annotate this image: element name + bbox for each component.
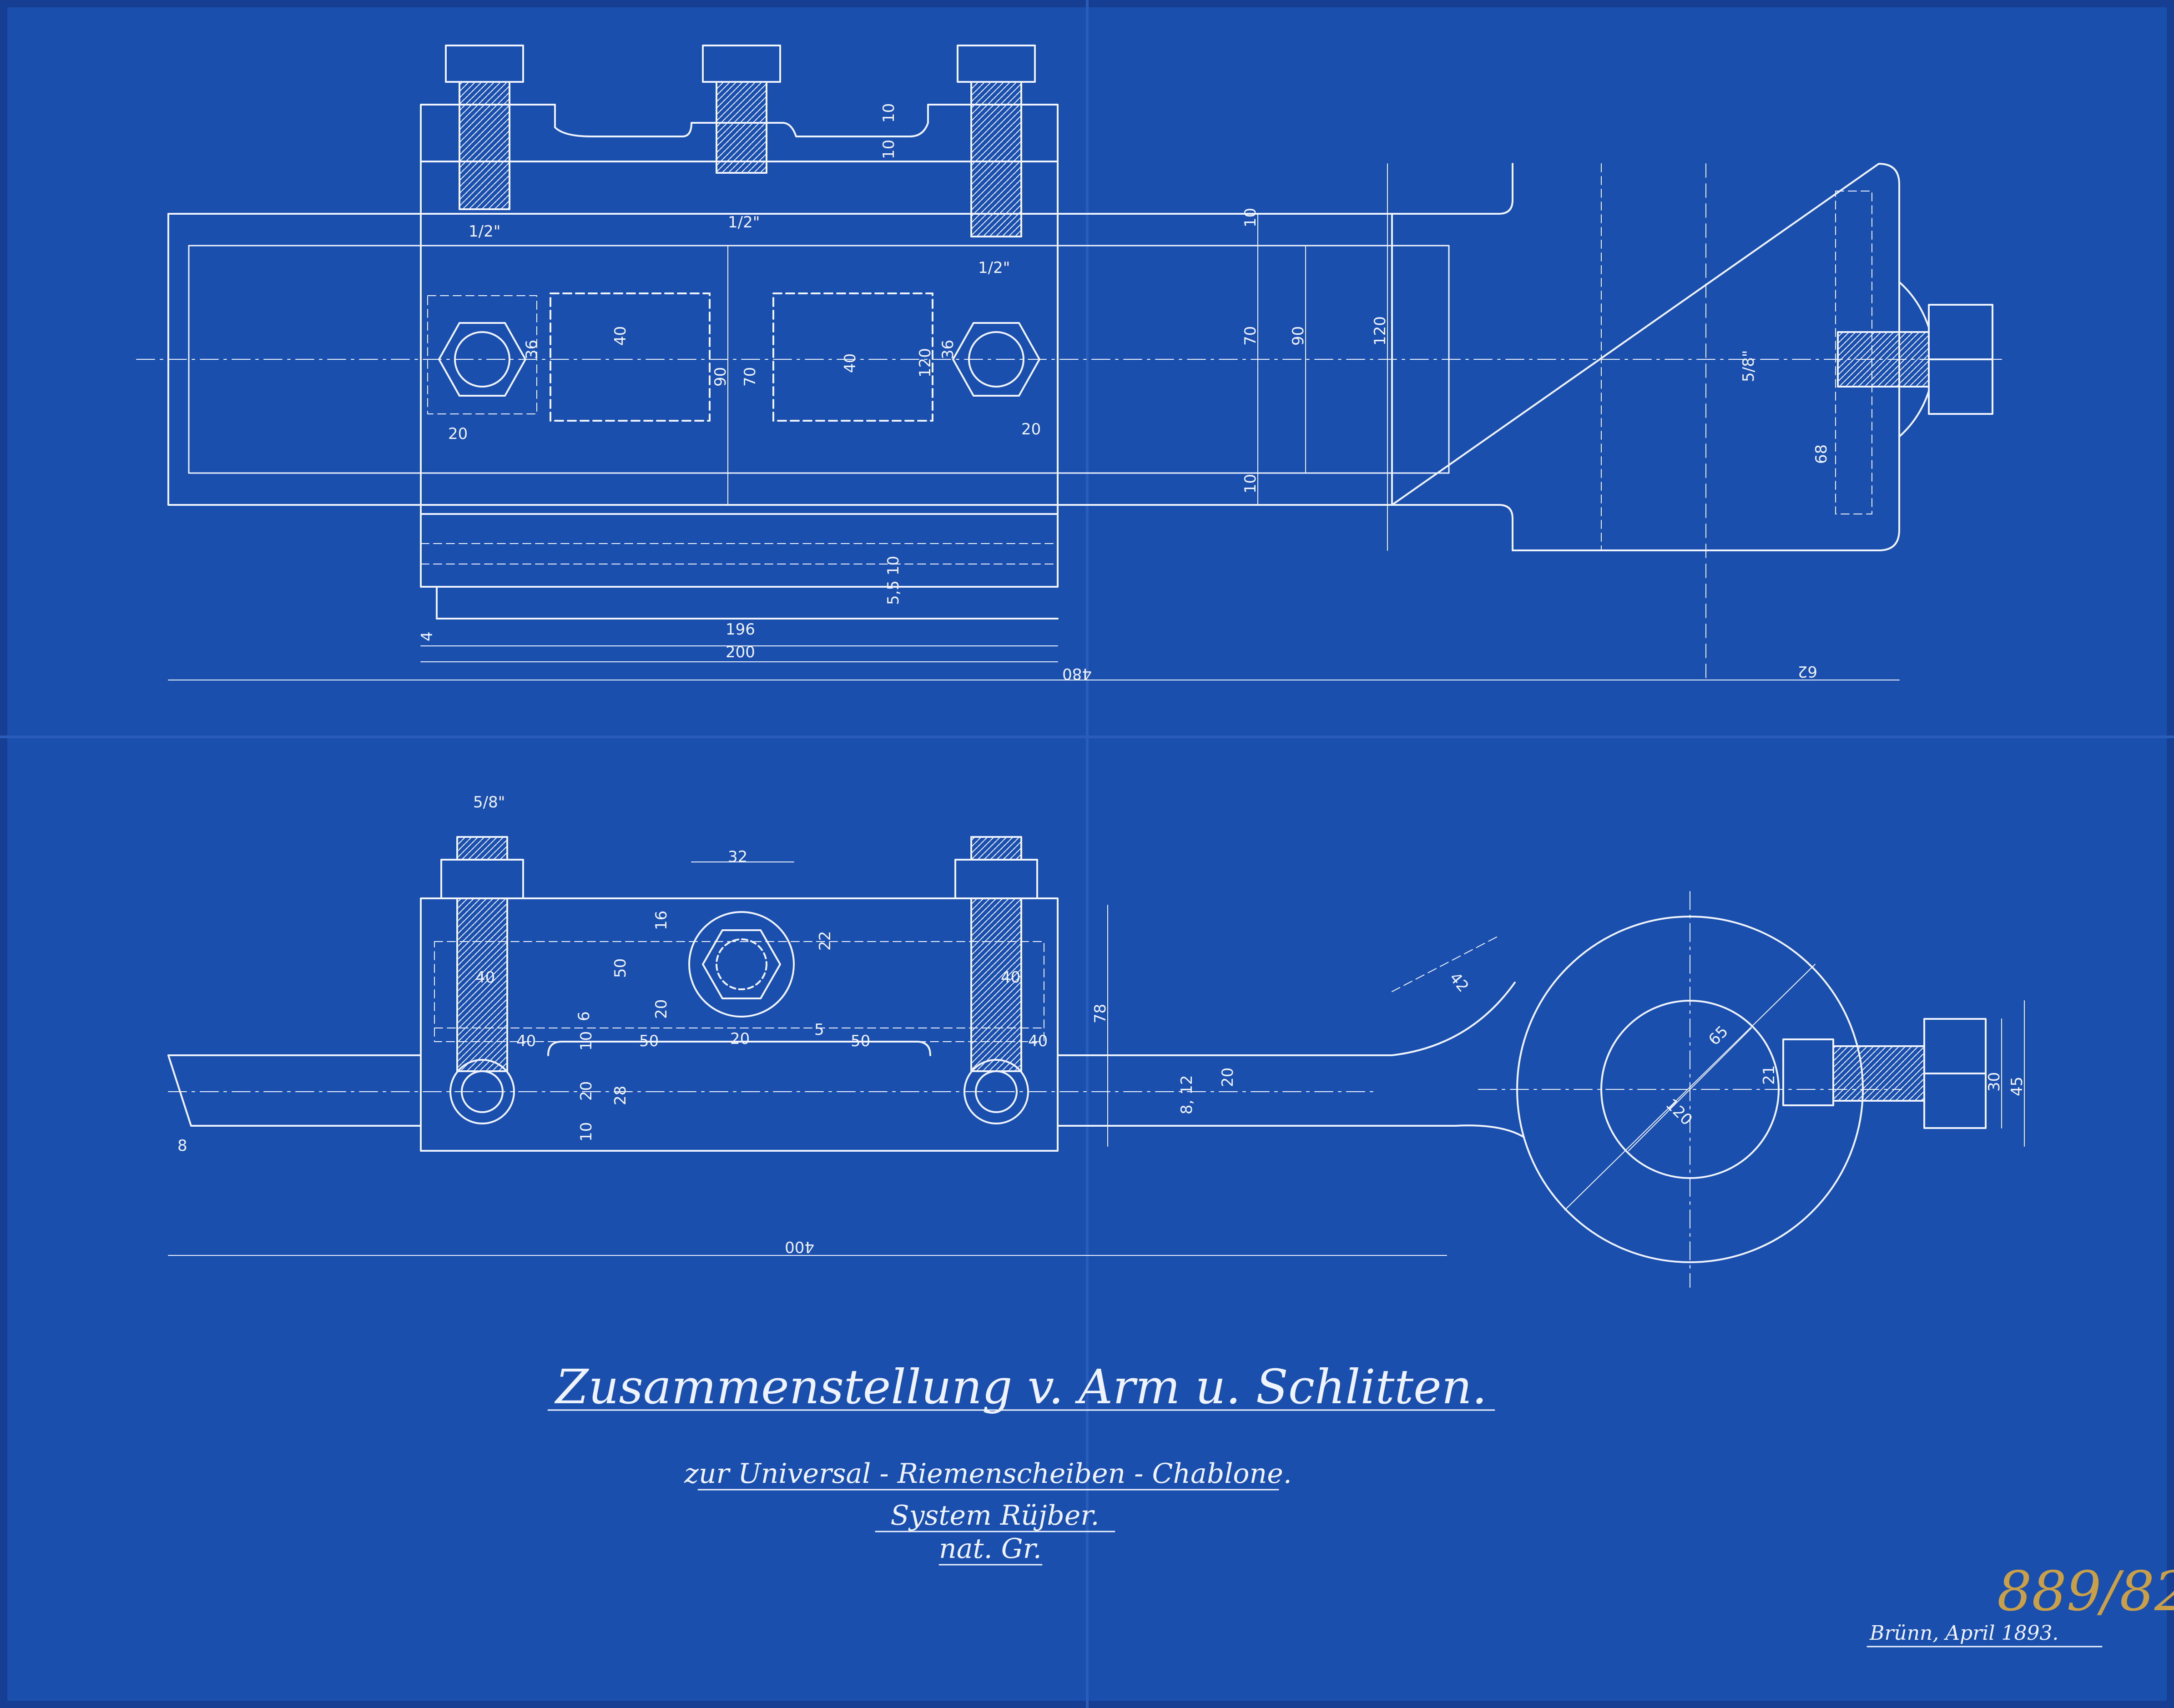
top-bolt-1 (445, 45, 524, 210)
dim-40b-side: 40 (1001, 968, 1020, 987)
dim-28: 28 (611, 1086, 630, 1105)
dim-20a: 20 (448, 425, 468, 443)
subtitle-line-2: System Rüjber. (891, 1500, 1100, 1532)
dim-40d-side: 40 (1028, 1032, 1048, 1050)
dim-120b: 120 (1371, 316, 1389, 346)
dim-50c: 50 (851, 1032, 870, 1050)
dim-68: 68 (1812, 444, 1831, 464)
drawing-title: Zusammenstellung v. Arm u. Schlitten. (554, 1359, 1487, 1415)
side-center-nut (688, 911, 795, 1018)
dim-10a: 10 (880, 103, 898, 123)
top-view (136, 45, 2002, 683)
dim-bolt3: 1/2" (978, 259, 1010, 277)
dim-4: 4 (418, 631, 436, 641)
dim-480: 480 (1062, 665, 1092, 683)
dim-70b: 70 (1241, 326, 1260, 346)
dim-78: 78 (1091, 1004, 1110, 1023)
dim-20d-side: 20 (1219, 1068, 1237, 1087)
dim-20b-side: 20 (730, 1030, 750, 1048)
side-view-labels: 5/8" 32 16 22 50 20 40 40 40 40 6 10 50 … (177, 793, 2026, 1256)
dim-62: 62 (1798, 662, 1817, 680)
dim-bolt1: 1/2" (469, 222, 500, 241)
dim-50a: 50 (611, 958, 630, 978)
dim-36a: 36 (523, 340, 541, 359)
dim-20c-side: 20 (577, 1081, 595, 1101)
dim-10a-side: 10 (577, 1031, 595, 1051)
dim-16: 16 (652, 911, 671, 930)
hex-nut-left (438, 322, 526, 397)
dim-70a: 70 (741, 367, 759, 387)
dim-90b: 90 (1289, 326, 1307, 346)
dim-30: 30 (1985, 1072, 2003, 1092)
dim-6: 6 (575, 1011, 593, 1021)
dim-10b-side: 10 (577, 1122, 595, 1142)
dim-200: 200 (726, 643, 755, 661)
top-view-labels: 1/2" 1/2" 1/2" 5/8" 10 10 36 36 40 40 90… (418, 103, 1831, 683)
dim-10c: 10 (1241, 208, 1260, 227)
dim-40a: 40 (611, 326, 630, 346)
dim-55-10: 5,5 10 (884, 556, 903, 605)
end-clamp (1391, 163, 1900, 551)
dim-120a: 120 (916, 348, 934, 378)
side-bolt-left (440, 836, 524, 1124)
side-screw-top (1837, 331, 1930, 388)
dim-20b: 20 (1021, 420, 1041, 438)
scale-note: nat. Gr. (939, 1533, 1042, 1565)
subtitle-line-1: zur Universal - Riemenscheiben - Chablon… (684, 1458, 1292, 1490)
hex-nut-right (952, 322, 1040, 397)
dim-90a: 90 (711, 367, 730, 387)
dim-36b: 36 (939, 340, 957, 359)
dim-21: 21 (1760, 1065, 1778, 1085)
dim-32: 32 (728, 848, 747, 866)
dim-40a-side: 40 (475, 968, 495, 987)
arm-tongue (167, 982, 1525, 1138)
dim-10b: 10 (880, 140, 898, 159)
dim-22: 22 (816, 931, 834, 951)
side-bolt-right (954, 836, 1038, 1124)
dim-400: 400 (785, 1238, 814, 1256)
side-slide-block (420, 897, 1059, 1152)
dim-5: 5 (814, 1021, 824, 1039)
dim-45: 45 (2008, 1077, 2026, 1096)
dim-side-bolt: 5/8" (473, 793, 505, 811)
title-block: Zusammenstellung v. Arm u. Schlitten. zu… (554, 1359, 2174, 1645)
top-bolt-2 (702, 45, 781, 174)
dim-10d: 10 (1241, 474, 1260, 494)
ring-clamp-screw (1782, 1018, 1987, 1129)
dim-196: 196 (726, 620, 755, 639)
dim-40b: 40 (841, 353, 859, 373)
dim-50b: 50 (639, 1032, 659, 1050)
dim-bolt4: 5/8" (1740, 350, 1758, 382)
place-date: Brünn, April 1893. (1869, 1622, 2058, 1645)
top-bolt-3 (957, 45, 1036, 237)
dim-20a-side: 20 (652, 999, 671, 1019)
side-view (167, 836, 2025, 1288)
dim-bolt2: 1/2" (728, 213, 760, 232)
archive-number: 889/82 (1997, 1560, 2174, 1623)
dim-8-12: 8, 12 (1178, 1075, 1196, 1114)
dim-40c-side: 40 (516, 1032, 536, 1050)
dim-8: 8 (177, 1137, 187, 1155)
